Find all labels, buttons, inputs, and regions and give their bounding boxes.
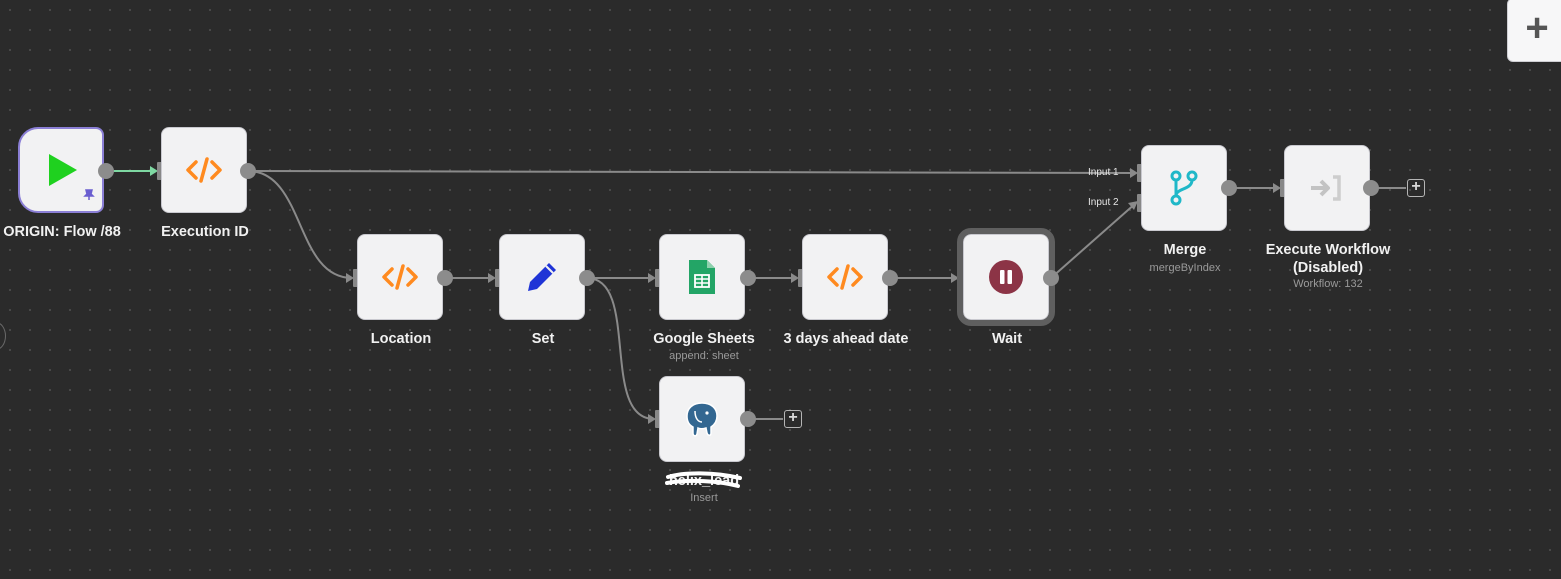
node-location[interactable] (357, 234, 443, 320)
pencil-icon (520, 255, 564, 299)
wait-input-handle[interactable] (958, 269, 966, 287)
node-postgres-sublabel: Insert (690, 492, 718, 504)
edge-arrow (1128, 201, 1138, 210)
edge-set-to-postgres (586, 277, 655, 420)
google-sheets-icon (680, 255, 724, 299)
edge-arrow (488, 273, 496, 283)
node-set-label: Set (531, 331, 555, 347)
pin-icon (83, 188, 95, 206)
origin-output-handle[interactable] (98, 163, 114, 179)
sheets-output-handle[interactable] (740, 270, 756, 286)
redaction-scribble (665, 471, 742, 488)
code-icon (823, 255, 867, 299)
execution-output-handle[interactable] (240, 163, 256, 179)
node-origin[interactable] (18, 127, 104, 213)
node-merge-sublabel: mergeByIndex (1149, 262, 1221, 274)
node-3-days-ahead-label: 3 days ahead date (783, 331, 909, 347)
edge-arrow (1273, 183, 1281, 193)
add-after-postgres-button[interactable]: + (784, 410, 802, 428)
node-origin-label: ORIGIN: Flow /88 (3, 224, 121, 240)
code-icon (182, 148, 226, 192)
edge-arrow (791, 273, 799, 283)
execute-output-handle[interactable] (1363, 180, 1379, 196)
node-google-sheets-sublabel: append: sheet (669, 350, 739, 362)
edge-arrow (1130, 168, 1138, 178)
edge-arrow (150, 166, 158, 176)
node-execute-workflow-sublabel: Workflow: 132 (1293, 278, 1363, 290)
edge-execution-to-merge (247, 170, 1137, 174)
edge-arrow (346, 273, 354, 283)
code-icon (378, 255, 422, 299)
node-3-days-ahead[interactable] (802, 234, 888, 320)
execute-workflow-icon (1305, 166, 1349, 210)
merge-output-handle[interactable] (1221, 180, 1237, 196)
node-execute-workflow-label: Execute Workflow (Disabled) (1265, 242, 1391, 276)
postgres-elephant-icon (680, 397, 724, 441)
wait-output-handle[interactable] (1043, 270, 1059, 286)
location-output-handle[interactable] (437, 270, 453, 286)
set-output-handle[interactable] (579, 270, 595, 286)
pause-icon (984, 255, 1028, 299)
node-execution-id[interactable] (161, 127, 247, 213)
node-wait[interactable] (957, 228, 1055, 326)
node-set[interactable] (499, 234, 585, 320)
node-wait-label: Wait (991, 331, 1023, 347)
merge-input-1-label: Input 1 (1088, 167, 1119, 178)
play-icon (39, 148, 83, 192)
postgres-output-handle[interactable] (740, 411, 756, 427)
3days-output-handle[interactable] (882, 270, 898, 286)
add-after-execute-button[interactable]: + (1407, 179, 1425, 197)
edge-wait-to-merge (1050, 202, 1137, 279)
node-google-sheets-label: Google Sheets (653, 331, 755, 347)
node-postgres[interactable] (659, 376, 745, 462)
edge-execution-to-location (247, 170, 353, 279)
merge-icon (1162, 166, 1206, 210)
edge-arrow (648, 273, 656, 283)
edge-arrow (648, 414, 656, 424)
node-location-label: Location (370, 331, 432, 347)
node-execution-id-label: Execution ID (161, 224, 249, 240)
node-execute-workflow[interactable] (1284, 145, 1370, 231)
node-merge[interactable] (1141, 145, 1227, 231)
merge-input-2-label: Input 2 (1088, 197, 1119, 208)
add-node-button[interactable]: + (1507, 0, 1561, 62)
node-google-sheets[interactable] (659, 234, 745, 320)
edge-arrow (951, 273, 959, 283)
node-merge-label: Merge (1163, 242, 1207, 258)
